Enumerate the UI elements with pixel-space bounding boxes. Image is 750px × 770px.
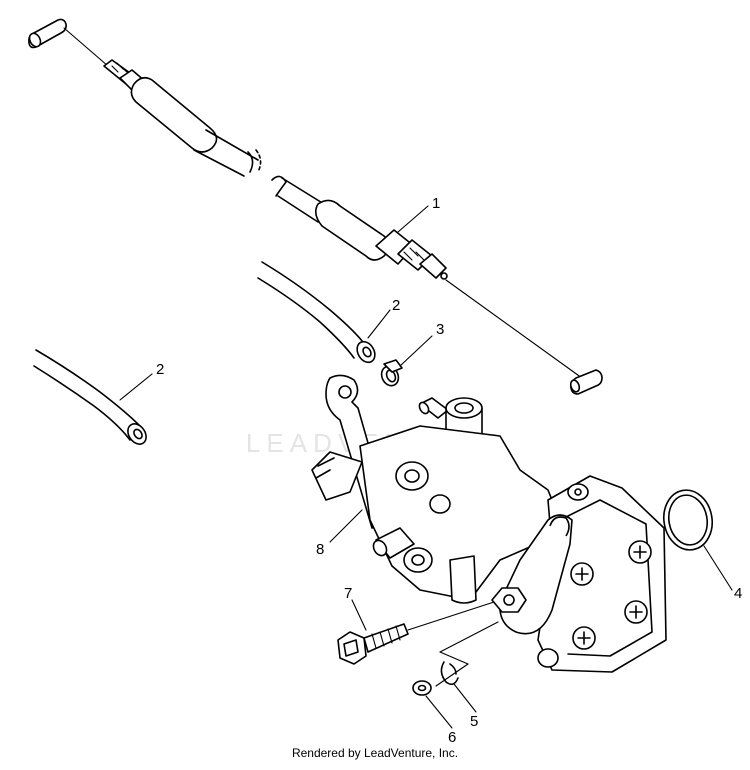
clip-axis-line	[435, 663, 469, 687]
footer-credit: Rendered by LeadVenture, Inc.	[291, 746, 459, 760]
part-5-clip	[440, 661, 459, 686]
callout-3: 3	[436, 321, 444, 338]
cover-screw-2	[570, 562, 594, 586]
lever-nut	[491, 587, 527, 613]
callout-2-upper: 2	[392, 297, 400, 314]
part-1-cable	[28, 18, 603, 395]
bolt-axis-line	[407, 601, 495, 631]
cable-wire-bottom	[445, 279, 583, 379]
part-2-hose-upper	[257, 261, 376, 364]
cover-screw-1	[628, 540, 652, 564]
part-6-washer	[412, 680, 432, 696]
callout-7: 7	[344, 585, 352, 602]
cable-end-barrel-bottom	[569, 369, 603, 395]
cable-wire-top	[63, 27, 109, 67]
leader-lines	[119, 205, 733, 729]
oil-pump-assembly	[311, 397, 667, 673]
cover-screw-4	[572, 626, 596, 650]
part-4-o-ring	[662, 489, 714, 551]
callout-1: 1	[432, 195, 440, 212]
clip-axis-line-2	[439, 651, 469, 665]
part-2-hose-left	[33, 349, 147, 445]
part-7-bolt	[337, 623, 409, 665]
callout-8: 8	[316, 541, 324, 558]
cable-end-barrel-top	[28, 18, 67, 49]
cable-sheath-upper	[130, 76, 262, 177]
callout-5: 5	[470, 713, 478, 730]
cable-adjuster-lower	[375, 229, 448, 280]
clip-axis-line-3	[439, 621, 499, 653]
callout-6: 6	[448, 729, 456, 746]
cover-screw-3	[624, 600, 648, 624]
callout-2-left: 2	[156, 361, 164, 378]
cable-sheath-lower	[271, 175, 390, 261]
part-3-hose-clamp	[380, 359, 403, 387]
callout-4: 4	[734, 585, 742, 602]
